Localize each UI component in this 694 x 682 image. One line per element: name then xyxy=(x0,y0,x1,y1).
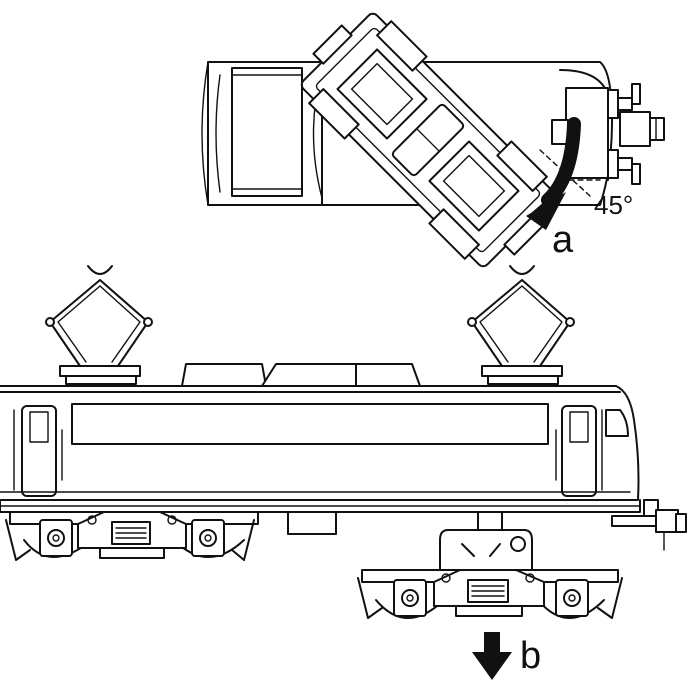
bogie-left xyxy=(5,511,259,561)
down-arrow xyxy=(472,632,512,680)
step-a-label: a xyxy=(552,219,574,261)
angle-reference xyxy=(539,149,601,197)
bogie-right-detached xyxy=(357,511,623,619)
angle-label: 45° xyxy=(594,190,633,220)
pantograph-left xyxy=(45,265,153,385)
rotated-bogie xyxy=(300,12,556,268)
rotation-arrow xyxy=(526,117,581,230)
step-b-label: b xyxy=(520,635,541,677)
side-view-locomotive xyxy=(0,265,687,551)
pantograph-right xyxy=(467,265,575,385)
